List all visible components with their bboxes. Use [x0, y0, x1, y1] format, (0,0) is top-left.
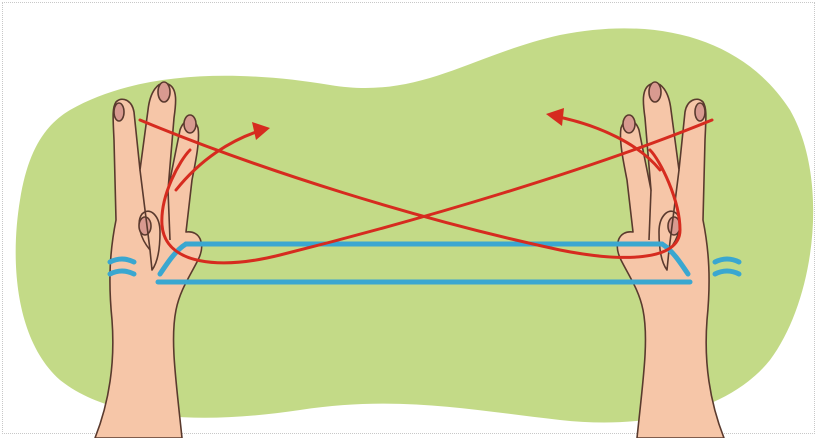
blue-string [107, 241, 742, 285]
red-string [138, 114, 714, 265]
red-arrow-left [252, 122, 270, 140]
slide-frame [2, 2, 815, 434]
red-arrow-right [546, 108, 564, 126]
green-background-blob [15, 28, 814, 423]
right-hand-illustration [616, 81, 725, 438]
